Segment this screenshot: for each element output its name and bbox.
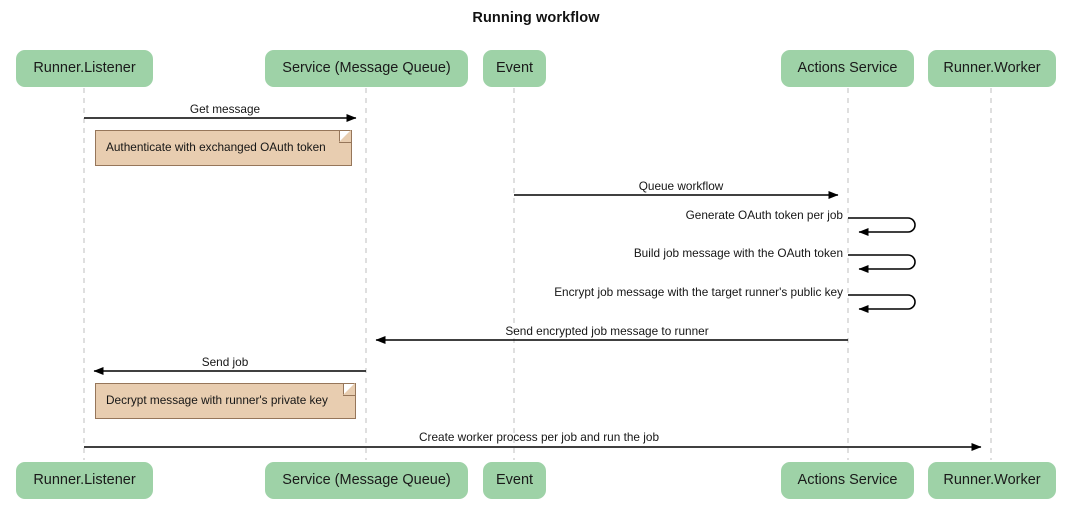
participant-runner-worker-footer[interactable]: Runner.Worker bbox=[928, 462, 1056, 499]
message-label-generate-oauth-token-per-job: Generate OAuth token per job bbox=[685, 208, 843, 222]
participant-runner-listener-footer[interactable]: Runner.Listener bbox=[16, 462, 153, 499]
participant-label: Service (Message Queue) bbox=[282, 472, 451, 489]
participant-runner-worker-header[interactable]: Runner.Worker bbox=[928, 50, 1056, 87]
participant-event-footer[interactable]: Event bbox=[483, 462, 546, 499]
message-label-create-worker-process-per-job-and-run-the-job: Create worker process per job and run th… bbox=[419, 430, 659, 444]
note-fold-corner-icon bbox=[343, 383, 355, 396]
message-line-encrypt-job-message-with-the-target-runners-public-key bbox=[848, 294, 916, 313]
note-text: Decrypt message with runner's private ke… bbox=[106, 393, 328, 408]
participant-runner-listener-header[interactable]: Runner.Listener bbox=[16, 50, 153, 87]
message-line-build-job-message-with-the-oauth-token bbox=[848, 254, 916, 273]
message-line-generate-oauth-token-per-job bbox=[848, 217, 916, 236]
message-label-encrypt-job-message-with-the-target-runners-public-key: Encrypt job message with the target runn… bbox=[554, 285, 843, 299]
participant-label: Service (Message Queue) bbox=[282, 60, 451, 77]
participant-label: Event bbox=[495, 60, 534, 77]
message-label-send-job: Send job bbox=[201, 355, 249, 369]
participant-service-message-queue-footer[interactable]: Service (Message Queue) bbox=[265, 462, 468, 499]
participant-label: Runner.Listener bbox=[33, 60, 136, 77]
message-label-build-job-message-with-the-oauth-token: Build job message with the OAuth token bbox=[633, 246, 843, 260]
page-title: Running workflow bbox=[472, 10, 600, 26]
lifelines-group bbox=[83, 88, 992, 460]
note-fold-corner-icon bbox=[339, 130, 351, 143]
participant-label: Runner.Listener bbox=[33, 472, 136, 489]
note-authenticate-with-exchanged-oauth-token: Authenticate with exchanged OAuth token bbox=[95, 130, 352, 166]
participant-label: Actions Service bbox=[797, 472, 898, 489]
participant-label: Actions Service bbox=[797, 60, 898, 77]
message-label-queue-workflow: Queue workflow bbox=[638, 179, 724, 193]
message-label-get-message: Get message bbox=[189, 102, 261, 116]
participant-actions-service-footer[interactable]: Actions Service bbox=[781, 462, 914, 499]
participant-label: Runner.Worker bbox=[943, 60, 1041, 77]
message-label-send-encrypted-job-message-to-runner: Send encrypted job message to runner bbox=[505, 324, 709, 338]
note-decrypt-message-with-runners-private-key: Decrypt message with runner's private ke… bbox=[95, 383, 356, 419]
messages-group bbox=[84, 114, 982, 451]
participant-actions-service-header[interactable]: Actions Service bbox=[781, 50, 914, 87]
participant-label: Event bbox=[495, 472, 534, 489]
note-text: Authenticate with exchanged OAuth token bbox=[106, 140, 326, 155]
participant-service-message-queue-header[interactable]: Service (Message Queue) bbox=[265, 50, 468, 87]
participant-label: Runner.Worker bbox=[943, 472, 1041, 489]
participant-event-header[interactable]: Event bbox=[483, 50, 546, 87]
